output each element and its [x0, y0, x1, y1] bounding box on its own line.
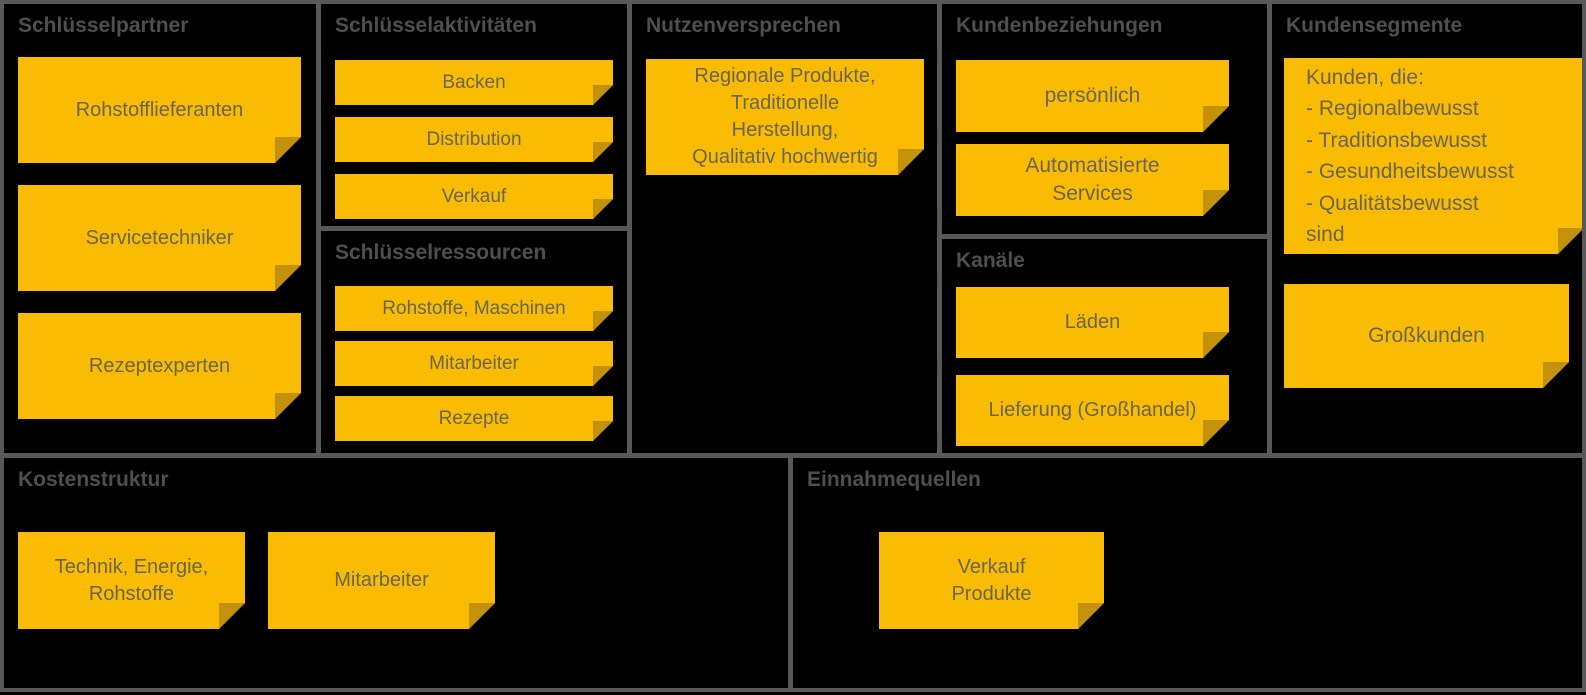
section-key-activities: Schlüsselaktivitäten Backen Distribution… — [321, 4, 627, 226]
section-key-partners: Schlüsselpartner Rohstofflieferanten Ser… — [4, 4, 316, 453]
section-title-customer-relationships: Kundenbeziehungen — [956, 14, 1163, 37]
sticky-note-value-proposition[interactable]: Regionale Produkte, Traditionelle Herste… — [646, 59, 924, 175]
sticky-note-kunden-die[interactable]: Kunden, die: - Regionalbewusst - Traditi… — [1284, 58, 1582, 254]
sticky-note-automatisierte-services[interactable]: Automatisierte Services — [956, 144, 1229, 216]
sticky-note-rezeptexperten[interactable]: Rezeptexperten — [18, 313, 301, 419]
sticky-note-servicetechniker[interactable]: Servicetechniker — [18, 185, 301, 291]
section-title-key-partners: Schlüsselpartner — [18, 14, 189, 37]
sticky-note-lieferung-grosshandel[interactable]: Lieferung (Großhandel) — [956, 375, 1229, 446]
section-title-channels: Kanäle — [956, 249, 1025, 272]
section-cost-structure: Kostenstruktur Technik, Energie, Rohstof… — [4, 458, 788, 688]
sticky-note-verkauf-produkte[interactable]: Verkauf Produkte — [879, 532, 1104, 629]
canvas-bottom-row: Kostenstruktur Technik, Energie, Rohstof… — [4, 458, 1582, 688]
section-title-value-proposition: Nutzenversprechen — [646, 14, 841, 37]
section-title-cost-structure: Kostenstruktur — [18, 468, 169, 491]
section-title-customer-segments: Kundensegmente — [1286, 14, 1463, 37]
sticky-note-rezepte[interactable]: Rezepte — [335, 396, 613, 441]
sticky-note-rohstofflieferanten[interactable]: Rohstofflieferanten — [18, 57, 301, 163]
sticky-note-grosskunden[interactable]: Großkunden — [1284, 284, 1569, 388]
section-title-revenue-streams: Einnahmequellen — [807, 468, 981, 491]
sticky-note-persoenlich[interactable]: persönlich — [956, 60, 1229, 132]
section-title-key-activities: Schlüsselaktivitäten — [335, 14, 537, 37]
section-customer-segments: Kundensegmente Kunden, die: - Regionalbe… — [1272, 4, 1582, 453]
column-activities-resources: Schlüsselaktivitäten Backen Distribution… — [321, 4, 627, 453]
sticky-note-technik-energie-rohstoffe[interactable]: Technik, Energie, Rohstoffe — [18, 532, 245, 629]
cost-structure-notes-row: Technik, Energie, Rohstoffe Mitarbeiter — [16, 492, 776, 629]
sticky-note-mitarbeiter-kosten[interactable]: Mitarbeiter — [268, 532, 495, 629]
section-channels: Kanäle Läden Lieferung (Großhandel) — [942, 239, 1267, 453]
canvas-top-row: Schlüsselpartner Rohstofflieferanten Ser… — [4, 4, 1582, 453]
column-relationships-channels: Kundenbeziehungen persönlich Automatisie… — [942, 4, 1267, 453]
section-value-proposition: Nutzenversprechen Regionale Produkte, Tr… — [632, 4, 937, 453]
section-customer-relationships: Kundenbeziehungen persönlich Automatisie… — [942, 4, 1267, 234]
sticky-note-distribution[interactable]: Distribution — [335, 117, 613, 162]
section-revenue-streams: Einnahmequellen Verkauf Produkte — [793, 458, 1582, 688]
section-key-resources: Schlüsselressourcen Rohstoffe, Maschinen… — [321, 231, 627, 453]
sticky-note-laeden[interactable]: Läden — [956, 287, 1229, 358]
section-title-key-resources: Schlüsselressourcen — [335, 241, 547, 264]
sticky-note-rohstoffe-maschinen[interactable]: Rohstoffe, Maschinen — [335, 286, 613, 331]
sticky-note-backen[interactable]: Backen — [335, 60, 613, 105]
sticky-note-verkauf[interactable]: Verkauf — [335, 174, 613, 219]
sticky-note-mitarbeiter-ressource[interactable]: Mitarbeiter — [335, 341, 613, 386]
